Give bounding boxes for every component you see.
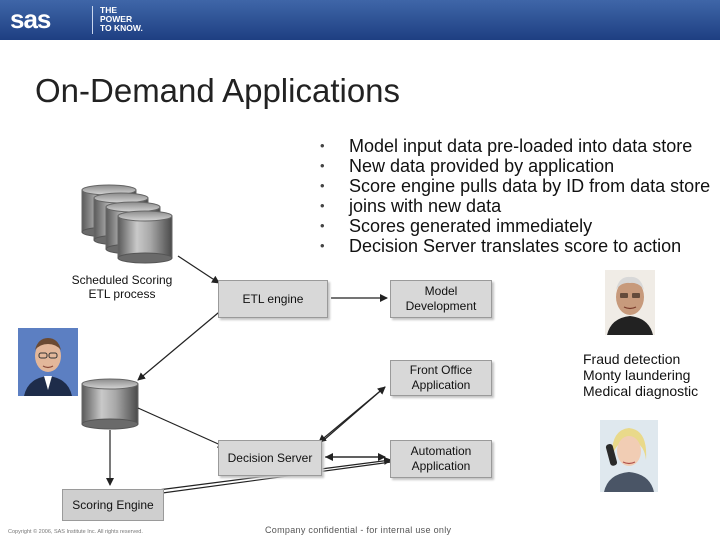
database-icon [81,378,139,430]
use-case-item: Monty laundering [583,367,691,383]
automation-box: Automation Application [390,440,492,478]
model-development-box: Model Development [390,280,492,318]
etl-engine-box: ETL engine [218,280,328,318]
confidential-text: Company confidential - for internal use … [265,525,452,535]
tagline-line: THE [100,5,117,15]
use-case-list: Fraud detection Monty laundering Medical… [583,351,720,399]
use-case-item: Fraud detection [583,351,681,367]
decision-server-box: Decision Server [218,440,322,476]
label-line: Scheduled Scoring [71,273,173,287]
bullet-list: Model input data pre-loaded into data st… [320,136,720,256]
arrow-to-database [137,307,225,381]
man-portrait-photo [18,328,78,396]
label-line: Application [411,378,471,392]
bullet-item: Score engine pulls data by ID from data … [320,176,720,196]
woman-phone-photo [600,420,658,492]
etl-engine-label: ETL engine [242,291,304,306]
slide-title: On-Demand Applications [35,72,401,109]
front-office-label: Front Office Application [410,363,472,393]
label-line: Front Office [409,363,473,377]
database-icon [117,210,173,264]
sas-logo: sas [10,4,51,34]
label-line: Development [405,299,477,313]
arrow-to-decision-server [137,407,226,448]
label-line: Application [411,459,471,473]
bullet-item: Scores generated immediately [320,216,720,236]
decision-server-label: Decision Server [227,450,313,465]
use-case-item: Medical diagnostic [583,383,699,399]
automation-label: Automation Application [411,444,472,474]
arrow-automation-to-scoring [154,461,392,498]
man-portrait-photo-2 [605,270,655,335]
bullet-item: joins with new data [320,196,720,216]
scheduled-scoring-label: Scheduled Scoring ETL process [62,273,182,301]
model-development-label: Model Development [406,284,477,314]
connector-arrows [106,255,392,498]
bullet-item: New data provided by application [320,156,720,176]
tagline-line: TO KNOW. [100,23,143,33]
tagline: THE POWER TO KNOW. [100,6,160,33]
logo-separator [92,6,93,34]
bullet-item: Model input data pre-loaded into data st… [320,136,720,156]
bullet-item: Decision Server translates score to acti… [320,236,720,256]
copyright-text: Copyright © 2006, SAS Institute Inc. All… [8,529,143,535]
label-line: Model [424,284,458,298]
tagline-line: POWER [100,14,133,24]
front-office-box: Front Office Application [390,360,492,396]
database-stack-icon [81,184,173,264]
arrow-to-etl-engine [177,255,220,284]
label-line: ETL process [88,287,156,301]
arrow-to-decision-server-from-front [318,386,386,443]
scoring-engine-box: Scoring Engine [62,489,164,521]
scoring-engine-label: Scoring Engine [72,497,154,512]
label-line: Automation [410,444,472,458]
header-bar: sas THE POWER TO KNOW. [0,0,720,40]
